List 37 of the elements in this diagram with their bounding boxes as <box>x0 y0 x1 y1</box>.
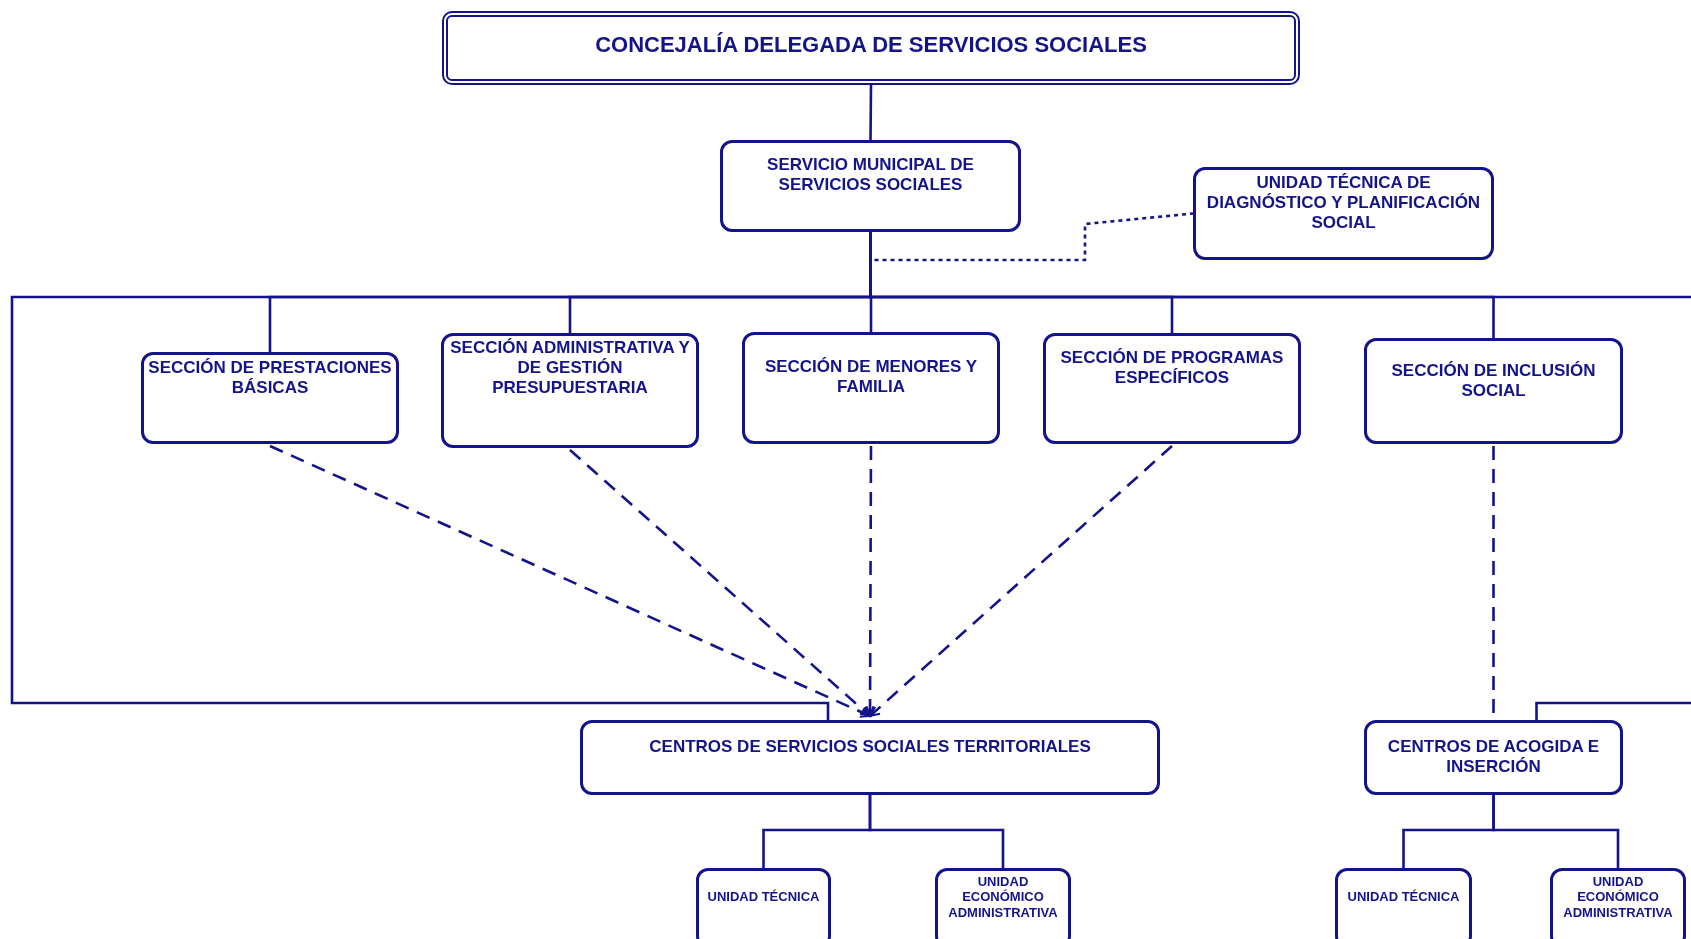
dashed-connector <box>1492 446 1495 716</box>
dashed-connector <box>869 212 1194 262</box>
unit-name: UNIDAD ECONÓMICO ADMINISTRATIVA <box>947 874 1059 920</box>
dashed-connector <box>269 444 871 718</box>
unit-name: UNIDAD TÉCNICA <box>707 889 820 905</box>
org-unit-box <box>1364 338 1623 444</box>
dashed-connector <box>864 446 877 717</box>
unit-name: SECCIÓN ADMINISTRATIVA Y DE GESTIÓN PRESUPUESTARIA <box>449 338 691 399</box>
unit-name: CONCEJALÍA DELEGADA DE SERVICIOS SOCIALES <box>595 32 1147 58</box>
org-unit-box <box>742 332 1000 444</box>
org-unit-box <box>1550 868 1686 939</box>
unit-name: UNIDAD TÉCNICA <box>1347 889 1460 905</box>
unit-name: SECCIÓN DE PROGRAMAS ESPECÍFICOS <box>1059 348 1285 389</box>
org-unit-box <box>1335 868 1472 939</box>
unit-name: CENTROS DE SERVICIOS SOCIALES TERRITORIALES <box>649 737 1091 758</box>
org-unit-box <box>696 868 831 939</box>
org-unit-box <box>720 140 1021 232</box>
connector-line <box>868 795 1005 868</box>
connector-line <box>1492 795 1620 868</box>
dashed-connector <box>869 445 1173 717</box>
unit-name: SECCIÓN DE PRESTACIONES BÁSICAS <box>147 358 393 399</box>
unit-name: UNIDAD TÉCNICA DE DIAGNÓSTICO Y PLANIFICACIÓN SOCIAL <box>1205 173 1482 234</box>
unit-name: UNIDAD ECONÓMICO ADMINISTRATIVA <box>1562 874 1674 920</box>
connector-line <box>869 85 873 140</box>
org-unit-box <box>1043 333 1301 444</box>
org-unit-box <box>141 352 399 444</box>
org-unit-box <box>580 720 1160 795</box>
unit-name: SERVICIO MUNICIPAL DE SERVICIOS SOCIALES <box>766 155 975 196</box>
org-unit-box <box>935 868 1071 939</box>
unit-name: CENTROS DE ACOGIDA E INSERCIÓN <box>1386 737 1601 778</box>
unit-name: SECCIÓN DE MENORES Y FAMILIA <box>763 357 979 398</box>
unit-name: SECCIÓN DE INCLUSIÓN SOCIAL <box>1390 361 1597 402</box>
dashed-connector <box>569 449 871 717</box>
title-box <box>442 11 1300 85</box>
org-unit-box <box>1193 167 1494 260</box>
org-unit-box <box>1364 720 1623 795</box>
org-unit-box <box>441 333 699 448</box>
